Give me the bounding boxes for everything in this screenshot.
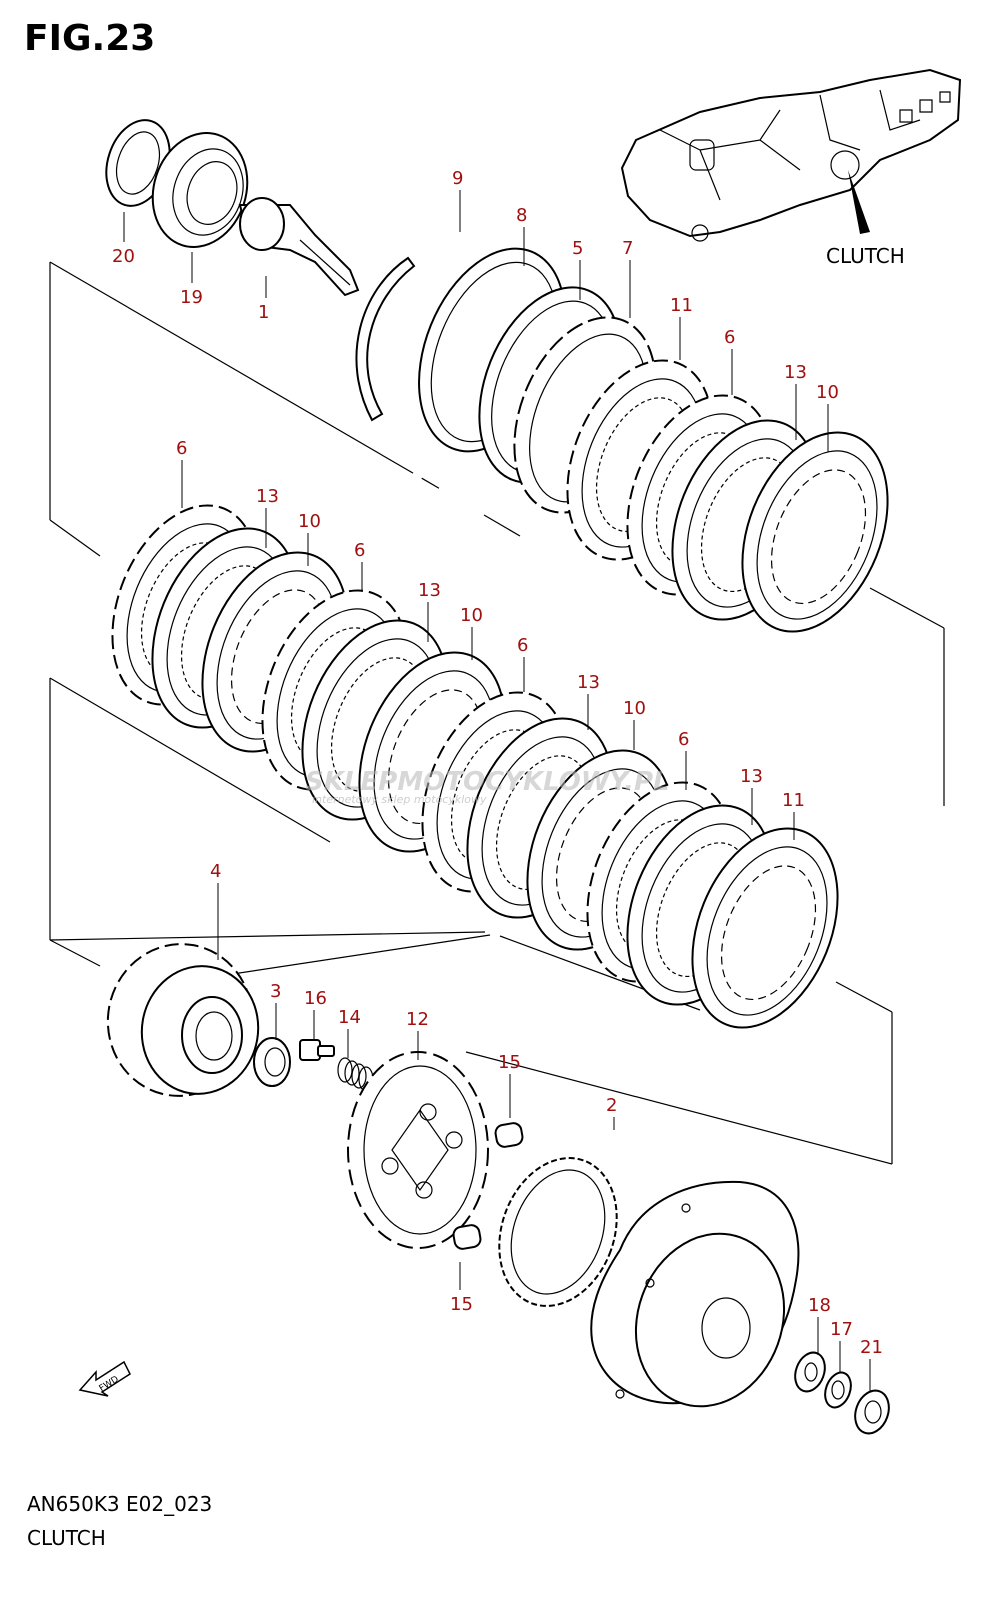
callout-10: 10 [460, 605, 483, 660]
callout-13: 13 [256, 486, 279, 548]
spacer-17 [824, 1371, 852, 1409]
fwd-arrow-icon: FWD [78, 1360, 131, 1397]
callout-text: 10 [460, 605, 483, 626]
bearing-19 [151, 132, 249, 248]
callout-6: 6 [724, 327, 735, 395]
callout-text: 13 [784, 362, 807, 383]
pressure-plate-12 [347, 1051, 489, 1249]
callout-8: 8 [516, 205, 527, 266]
plate-4 [741, 431, 889, 633]
callout-18: 18 [808, 1295, 831, 1355]
circlip-9 [355, 256, 416, 422]
callout-text: 16 [304, 988, 327, 1009]
callout-text: 6 [517, 635, 528, 656]
callout-11: 11 [782, 790, 805, 840]
callout-21: 21 [860, 1337, 883, 1392]
watermark-line2: internetowy sklep motocyklowy [312, 793, 487, 806]
diagram-code: AN650K3 E02_023 [27, 1492, 213, 1516]
primary-shaft-1 [238, 197, 360, 297]
callout-text: 18 [808, 1295, 831, 1316]
callout-text: 4 [210, 861, 221, 882]
washer-3 [253, 1037, 291, 1087]
plate-16 [691, 827, 839, 1029]
callout-text: 8 [516, 205, 527, 226]
callout-3: 3 [270, 981, 281, 1040]
clutch-plates [111, 359, 889, 1029]
callout-text: 15 [498, 1052, 521, 1073]
callout-text: 12 [406, 1009, 429, 1030]
callout-text: 10 [623, 698, 646, 719]
callout-20: 20 [112, 212, 135, 267]
callout-10: 10 [298, 511, 321, 566]
callout-4: 4 [210, 861, 221, 960]
callout-1: 1 [258, 276, 269, 323]
callout-15: 15 [450, 1262, 473, 1315]
callout-6: 6 [678, 729, 689, 790]
callout-text: 15 [450, 1294, 473, 1315]
clutch-housing-2 [590, 1180, 800, 1408]
bearing-21 [854, 1389, 890, 1435]
callout-text: 7 [622, 238, 633, 259]
callout-17: 17 [830, 1319, 853, 1372]
clutch-hub-4 [106, 943, 260, 1097]
callout-13: 13 [784, 362, 807, 440]
callout-6: 6 [176, 438, 187, 508]
callout-text: 13 [740, 766, 763, 787]
callout-9: 9 [452, 168, 463, 232]
engine-thumbnail: CLUTCH [620, 68, 962, 268]
callout-text: 13 [256, 486, 279, 507]
callout-text: 10 [816, 382, 839, 403]
callout-15: 15 [498, 1052, 521, 1118]
callout-text: 14 [338, 1007, 361, 1028]
figure-title: FIG.23 [24, 18, 156, 59]
washer-18 [794, 1351, 826, 1393]
callout-text: 20 [112, 246, 135, 267]
callout-14: 14 [338, 1007, 361, 1058]
callout-text: 21 [860, 1337, 883, 1358]
bolt-16 [299, 1039, 335, 1061]
watermark-line1: SKLEPMOTOCYKLOWY.PL [305, 767, 670, 797]
callout-text: 1 [258, 302, 269, 323]
callout-text: 6 [678, 729, 689, 750]
callout-text: 19 [180, 287, 203, 308]
callout-text: 9 [452, 168, 463, 189]
callout-13: 13 [740, 766, 763, 825]
diagram-name: CLUTCH [27, 1526, 106, 1550]
watermark: SKLEPMOTOCYKLOWY.PL internetowy sklep mo… [305, 767, 670, 806]
callout-19: 19 [180, 252, 203, 308]
callout-7: 7 [622, 238, 633, 318]
callout-text: 13 [577, 672, 600, 693]
callout-text: 11 [782, 790, 805, 811]
callout-text: 5 [572, 238, 583, 259]
callout-text: 17 [830, 1319, 853, 1340]
one-way-clutch-ring [498, 1157, 618, 1307]
callout-6: 6 [517, 635, 528, 692]
callout-text: 6 [354, 540, 365, 561]
pin-15-bottom [452, 1224, 482, 1250]
callout-text: 2 [606, 1095, 617, 1116]
callout-10: 10 [816, 382, 839, 452]
callout-text: 13 [418, 580, 441, 601]
callout-12: 12 [406, 1009, 429, 1060]
callout-16: 16 [304, 988, 327, 1040]
assembly-label: CLUTCH [826, 244, 905, 268]
callout-11: 11 [670, 295, 693, 360]
callout-13: 13 [577, 672, 600, 730]
callout-text: 6 [176, 438, 187, 459]
callout-13: 13 [418, 580, 441, 642]
callout-5: 5 [572, 238, 583, 300]
callout-10: 10 [623, 698, 646, 750]
bracket-lines [49, 261, 945, 1165]
callout-text: 3 [270, 981, 281, 1002]
callout-2: 2 [606, 1095, 617, 1130]
callout-text: 10 [298, 511, 321, 532]
callout-text: 6 [724, 327, 735, 348]
pin-15-top [494, 1122, 524, 1148]
callout-text: 11 [670, 295, 693, 316]
callout-6: 6 [354, 540, 365, 592]
